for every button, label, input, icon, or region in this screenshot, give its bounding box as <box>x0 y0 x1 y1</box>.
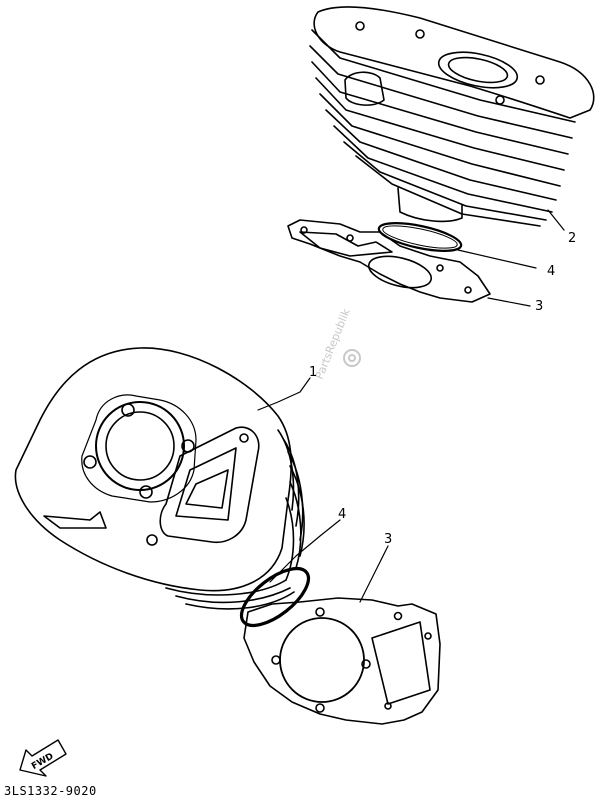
gasket-bottom-part-3 <box>243 597 441 725</box>
callout-part-3-bottom: 3 <box>384 532 393 547</box>
watermark: PartsRepublik <box>313 306 353 381</box>
drawing-code: 3LS1332-9020 <box>4 784 97 798</box>
callout-part-1: 1 <box>309 365 318 380</box>
o-ring-top-part-4 <box>377 222 463 252</box>
watermark-text: PartsRepublik <box>313 306 353 381</box>
callout-part-4-bottom: 4 <box>338 507 347 522</box>
callout-part-2: 2 <box>568 231 577 246</box>
leader-lines-bottom <box>257 377 389 603</box>
watermark-gear-icon <box>343 349 361 367</box>
o-ring-bottom-part-4 <box>239 566 311 628</box>
callout-part-3-top: 3 <box>535 299 544 314</box>
gasket-top-part-3 <box>287 219 491 303</box>
leader-lines-top <box>457 209 565 307</box>
cylinder-bottom-part-1 <box>14 347 305 610</box>
callout-part-4-top: 4 <box>547 264 556 279</box>
fwd-arrow <box>19 739 67 777</box>
cylinder-top-part-2 <box>309 6 595 227</box>
